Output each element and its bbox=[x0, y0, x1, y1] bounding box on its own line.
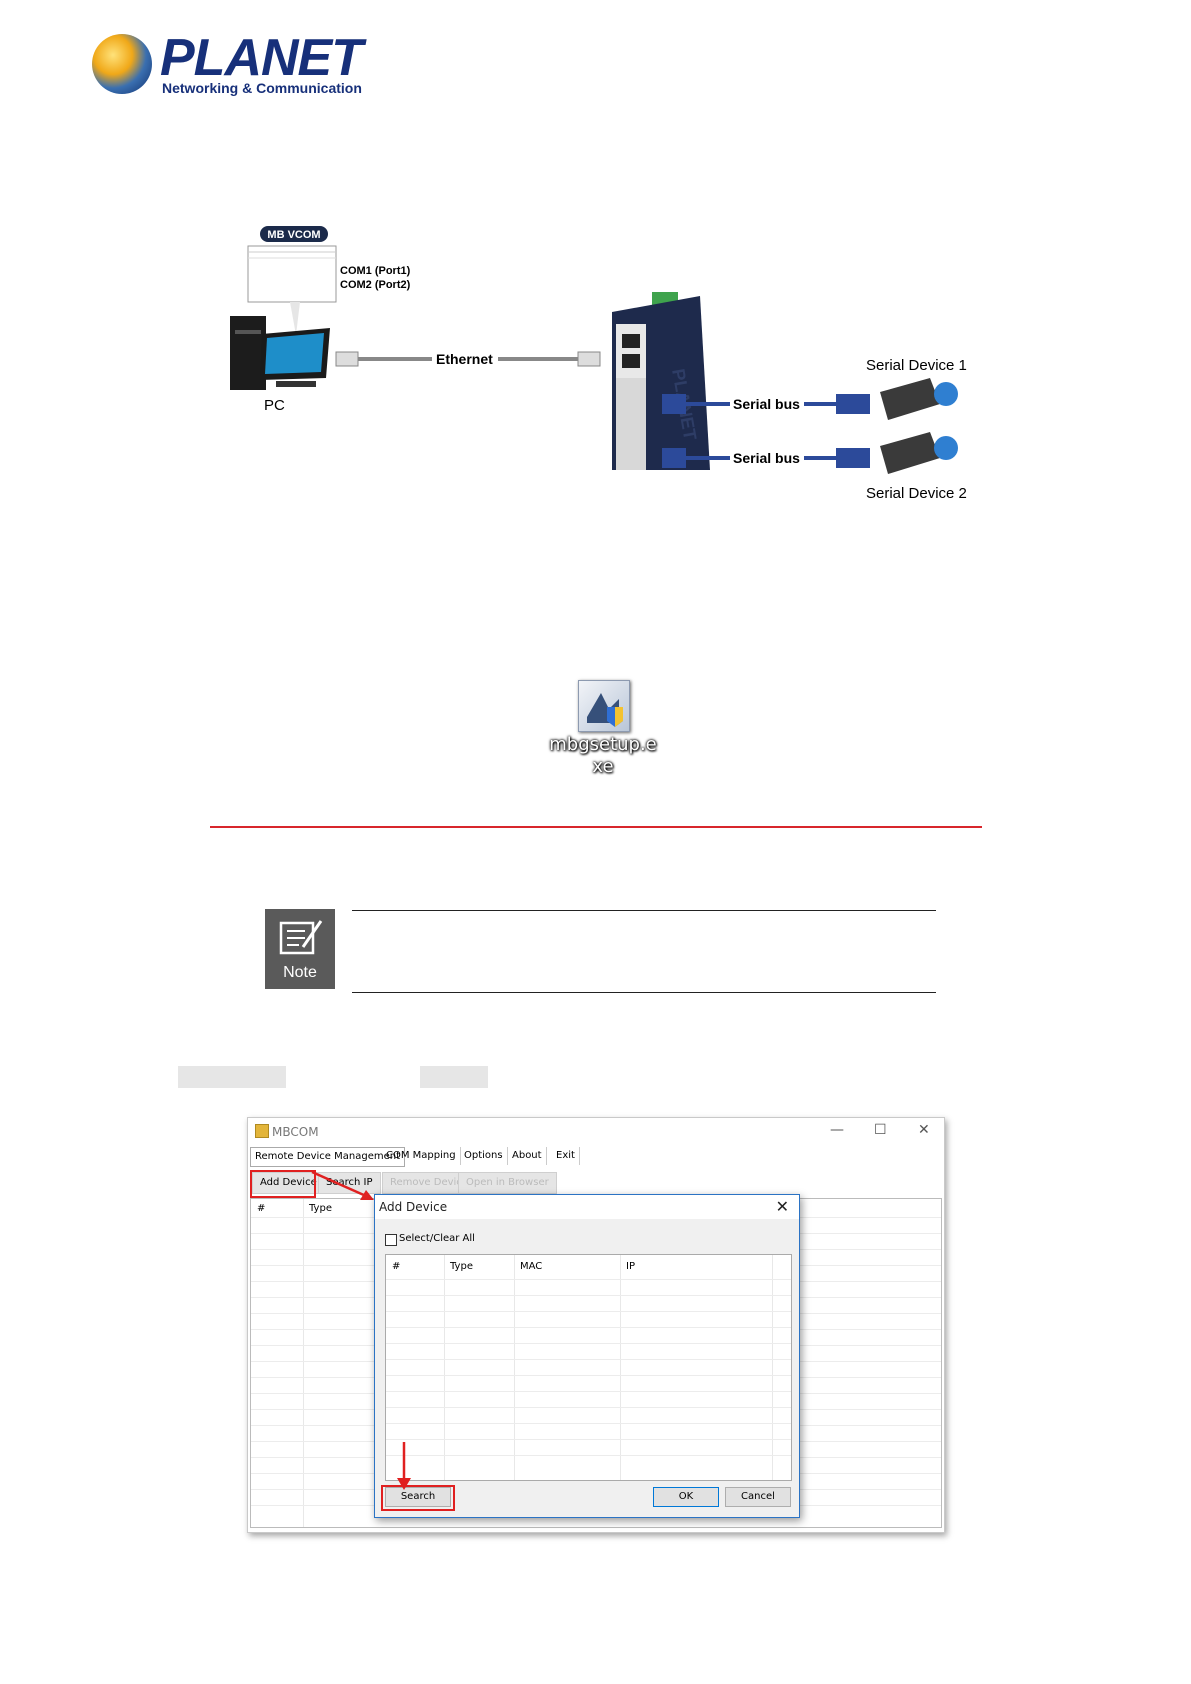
dialog-body: Select/Clear All # Type MAC IP Search OK… bbox=[375, 1219, 799, 1517]
dialog-column-type: Type bbox=[450, 1261, 473, 1272]
dialog-column-ip: IP bbox=[626, 1261, 635, 1272]
close-icon[interactable]: ✕ bbox=[918, 1122, 930, 1138]
note-bottom-rule bbox=[352, 992, 936, 993]
open-in-browser-button[interactable]: Open in Browser bbox=[458, 1172, 557, 1194]
cancel-button[interactable]: Cancel bbox=[725, 1487, 791, 1507]
pc-label: PC bbox=[264, 397, 285, 414]
db9-connector-3-icon bbox=[662, 448, 686, 468]
highlight-add-device bbox=[250, 1170, 316, 1198]
highlight-search bbox=[381, 1485, 455, 1511]
serial-device-1-icon bbox=[880, 378, 940, 420]
serial-bus-2-label: Serial bus bbox=[733, 450, 800, 466]
app-thumbnail bbox=[247, 245, 337, 303]
mb-vcom-badge bbox=[260, 226, 328, 242]
dialog-column-number: # bbox=[392, 1261, 401, 1272]
window-titlebar[interactable]: MBCOM — ☐ ✕ bbox=[248, 1118, 944, 1144]
note-label: Note bbox=[283, 964, 317, 981]
ok-button[interactable]: OK bbox=[653, 1487, 719, 1507]
com1-label: COM1 (Port1) bbox=[340, 265, 411, 277]
select-all-checkbox[interactable] bbox=[385, 1234, 397, 1246]
planet-logo-globe bbox=[92, 34, 152, 94]
redacted-text-block bbox=[420, 1066, 488, 1088]
gear-2-icon bbox=[934, 436, 958, 460]
menu-options[interactable]: Options bbox=[460, 1147, 508, 1165]
network-diagram: MB VCOM COM1 (Port1) COM2 (Port2) PC Eth… bbox=[230, 226, 967, 502]
menu-bar: Remote Device Management COM Mapping Opt… bbox=[248, 1145, 944, 1167]
toolbar: Add Device Search IP Remove Device Open … bbox=[248, 1170, 944, 1196]
brand-name: PLANET bbox=[160, 29, 363, 87]
serial-device-2-icon bbox=[880, 432, 940, 474]
menu-remote-device-management[interactable]: Remote Device Management bbox=[250, 1147, 406, 1167]
mb-vcom-label: MB VCOM bbox=[267, 229, 320, 241]
add-device-dialog: Add Device ✕ Select/Clear All # Type MAC… bbox=[374, 1194, 800, 1518]
installer-file-name: mbgsetup.e xe bbox=[549, 734, 657, 777]
rj45-plug-left-icon bbox=[335, 351, 359, 367]
pc-tower-icon bbox=[230, 316, 266, 390]
dialog-column-mac: MAC bbox=[520, 1261, 543, 1272]
section-divider bbox=[210, 826, 982, 828]
serial-bus-1-label: Serial bus bbox=[733, 396, 800, 412]
red-arrow-icon bbox=[311, 1170, 374, 1200]
found-devices-table: # Type MAC IP bbox=[385, 1254, 792, 1481]
serial-device-1-label: Serial Device 1 bbox=[866, 357, 967, 374]
maximize-icon[interactable]: ☐ bbox=[874, 1122, 887, 1138]
column-header-number: # bbox=[257, 1203, 266, 1214]
select-all-label: Select/Clear All bbox=[399, 1233, 475, 1244]
db9-connector-1-icon bbox=[662, 394, 686, 414]
note-icon bbox=[265, 909, 335, 989]
search-ip-button[interactable]: Search IP bbox=[318, 1172, 381, 1194]
ethernet-label: Ethernet bbox=[436, 351, 493, 367]
dialog-close-icon[interactable]: ✕ bbox=[775, 1197, 789, 1216]
callout-pointer bbox=[290, 302, 300, 335]
brand-tagline: Networking & Communication bbox=[162, 80, 362, 96]
dialog-title: Add Device bbox=[379, 1200, 448, 1214]
minimize-icon[interactable]: — bbox=[830, 1122, 844, 1138]
rj45-plug-right-icon bbox=[577, 351, 601, 367]
gear-1-icon bbox=[934, 382, 958, 406]
app-icon bbox=[255, 1124, 269, 1138]
window-title: MBCOM bbox=[272, 1125, 319, 1139]
db9-connector-4-icon bbox=[836, 448, 870, 468]
note-top-rule bbox=[352, 910, 936, 911]
redacted-text-block bbox=[178, 1066, 286, 1088]
serial-device-2-label: Serial Device 2 bbox=[866, 485, 967, 502]
search-button[interactable]: Search bbox=[385, 1487, 451, 1507]
installer-file-icon[interactable] bbox=[578, 680, 630, 732]
menu-com-mapping[interactable]: COM Mapping bbox=[382, 1147, 461, 1165]
column-header-type: Type bbox=[309, 1203, 332, 1214]
com2-label: COM2 (Port2) bbox=[340, 279, 411, 291]
menu-about[interactable]: About bbox=[508, 1147, 547, 1165]
menu-exit[interactable]: Exit bbox=[552, 1147, 580, 1165]
db9-connector-2-icon bbox=[836, 394, 870, 414]
red-down-arrow-icon bbox=[397, 1442, 411, 1490]
